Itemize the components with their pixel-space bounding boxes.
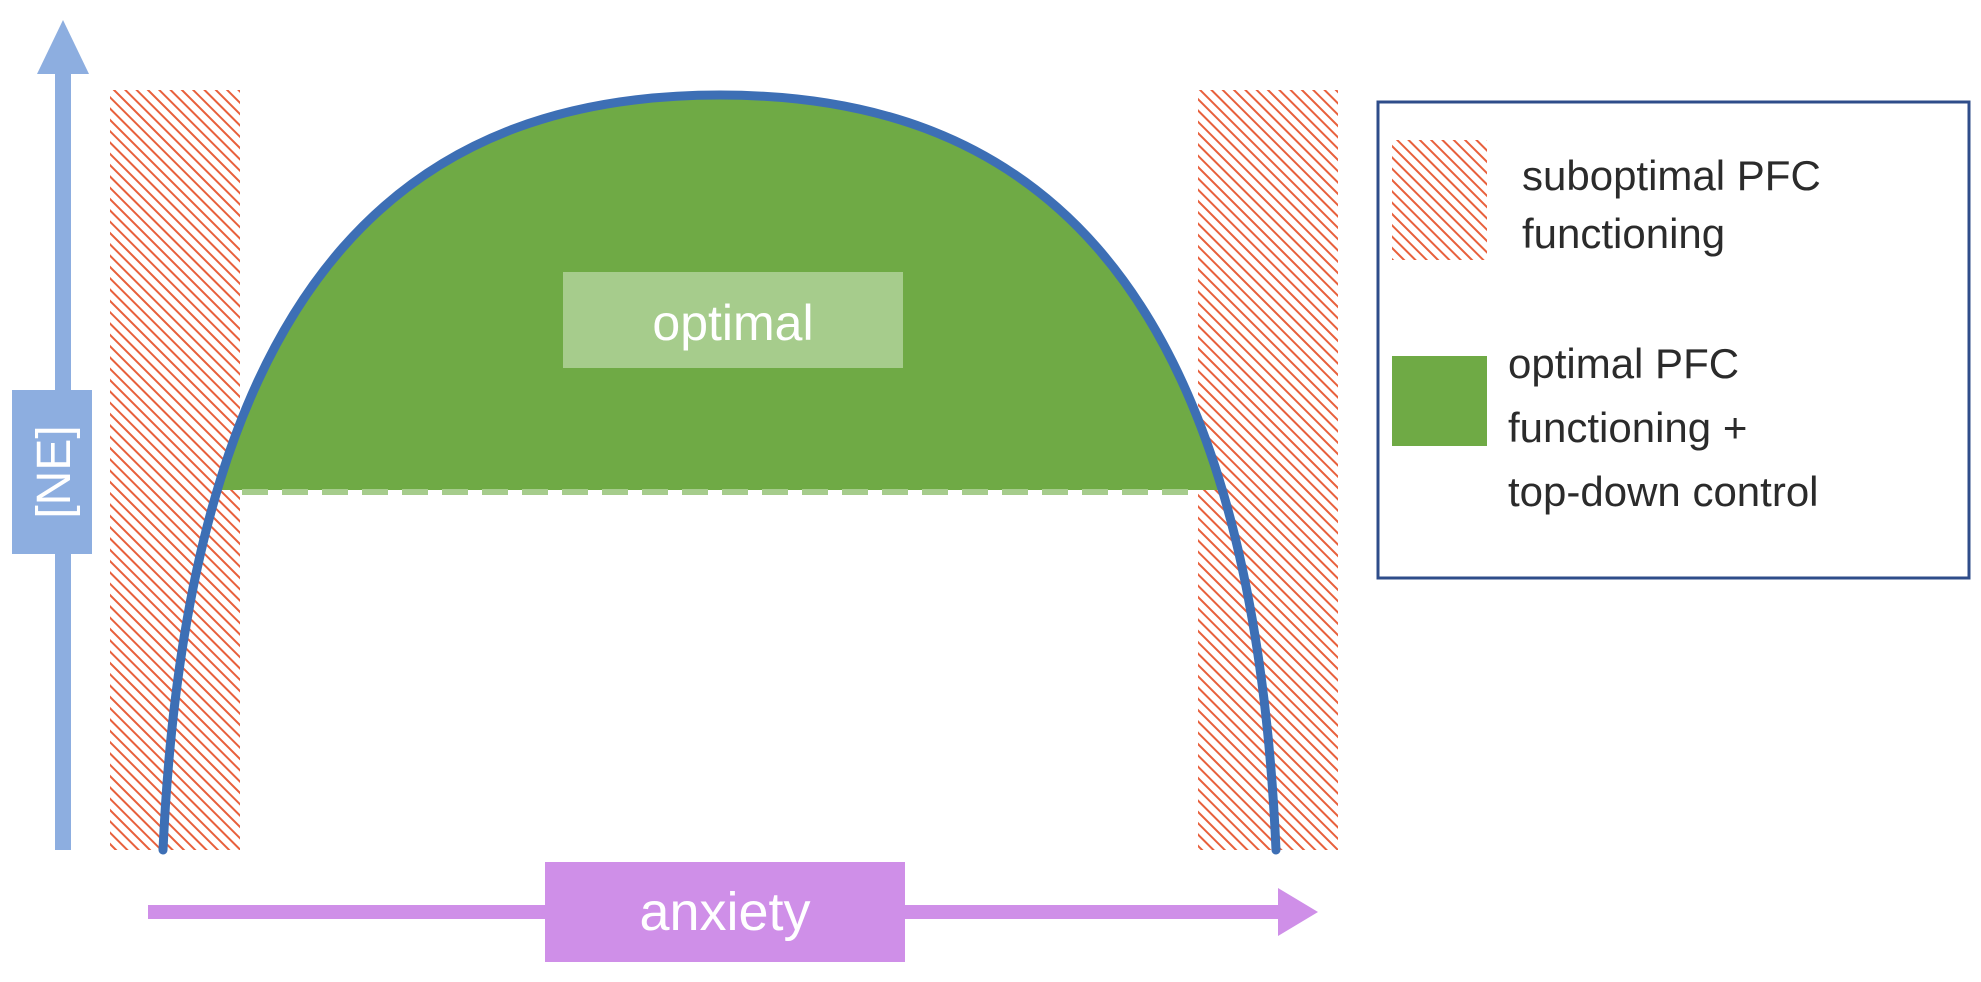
optimal-label: optimal	[652, 295, 813, 351]
legend-label-optimal-line-2: functioning +	[1508, 404, 1747, 451]
y-axis-label-box	[12, 390, 92, 554]
legend-swatch-optimal	[1392, 356, 1487, 446]
legend-label-suboptimal-line-2: functioning	[1522, 210, 1725, 257]
legend-label-suboptimal-line-1: suboptimal PFC	[1522, 152, 1821, 199]
x-axis-label: anxiety	[639, 882, 810, 942]
legend-swatch-suboptimal	[1392, 140, 1487, 260]
x-axis-arrowhead	[1278, 888, 1318, 936]
legend-label-optimal: optimal PFC functioning + top-down contr…	[1508, 340, 1819, 515]
y-axis-label: [NE]	[28, 425, 81, 518]
legend-label-optimal-line-3: top-down control	[1508, 468, 1819, 515]
legend-label-suboptimal: suboptimal PFC functioning	[1522, 152, 1832, 257]
optimal-region	[217, 95, 1223, 490]
legend: suboptimal PFC functioning optimal PFC f…	[1376, 100, 1971, 580]
legend-box	[1376, 100, 1971, 580]
inverted-u-curve	[158, 90, 1281, 855]
y-axis-arrowhead	[37, 20, 89, 74]
optimal-label-box	[563, 272, 903, 368]
legend-label-optimal-line-1: optimal PFC	[1508, 340, 1739, 387]
x-axis-label-box	[545, 862, 905, 962]
